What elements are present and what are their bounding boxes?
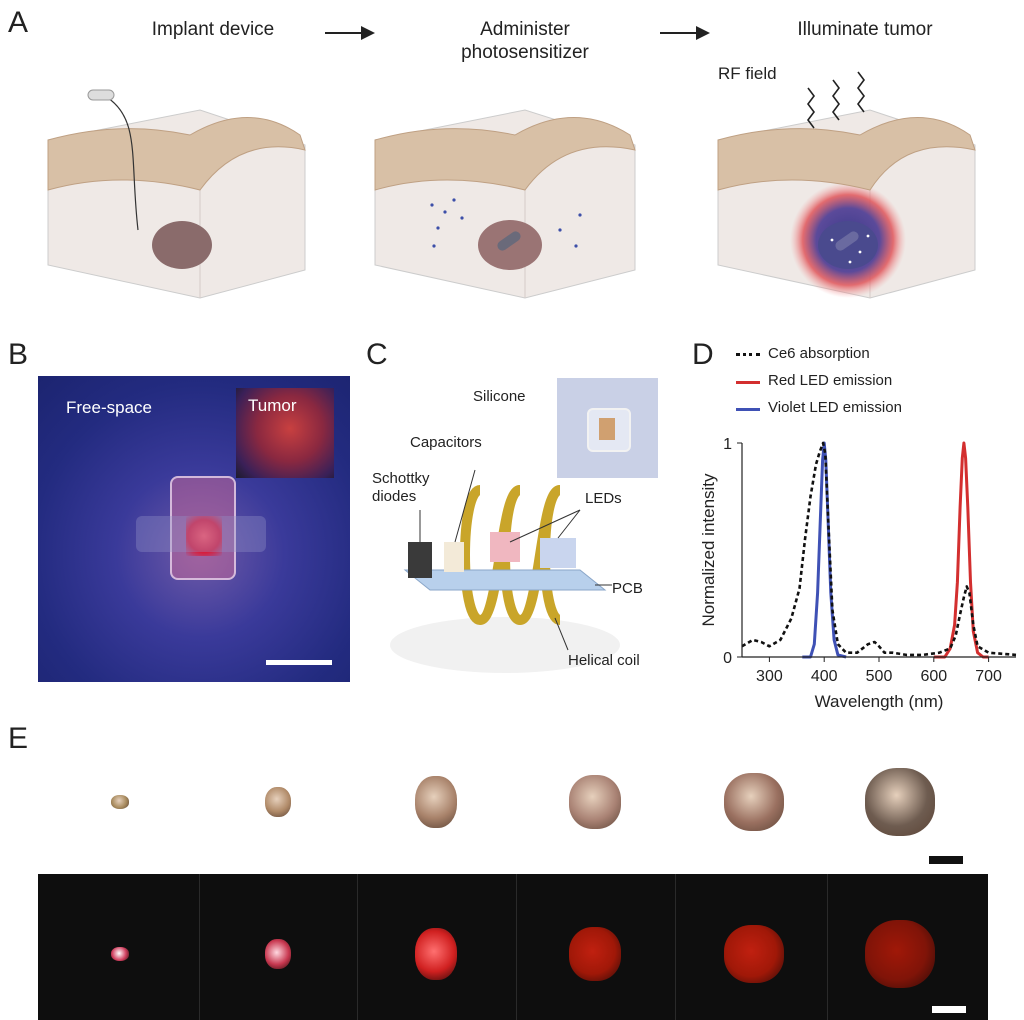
tumor-inset: Tumor [236,388,334,478]
legend-swatch-2 [736,408,760,411]
x-axis-label: Wavelength (nm) [815,692,944,711]
step-title-implant: Implant device [151,19,275,40]
implant-device [497,231,521,251]
silicone-photo [557,378,658,478]
legend-label-0: Ce6 absorption [768,345,870,362]
device-schematic [390,469,620,673]
pcb [403,569,607,591]
tumor-specimen [724,773,784,831]
leds-label: LEDs [585,490,622,507]
step-arrow [660,26,710,40]
fluorescence-photo-row [38,874,988,1020]
y-axis-label: Normalized intensity [699,473,718,627]
y-tick-label: 0 [723,650,732,667]
panel-letter-a: A [8,6,29,39]
tumor-specimen [569,775,621,829]
x-tick-label: 700 [975,668,1002,685]
x-tick-label: 400 [811,668,838,685]
led [490,532,520,562]
frame-divider [199,874,200,1020]
shadow [390,617,620,673]
scale-bar [929,856,963,864]
series-group [741,441,1017,659]
helical-coil-label: Helical coil [568,652,640,669]
coil [599,418,615,440]
implant-device [835,231,859,251]
x-tick-label: 500 [866,668,893,685]
capacitors-label: Capacitors [410,434,482,451]
panel-letter-c: C [366,338,388,371]
tumor-label: Tumor [248,396,297,415]
device-photo: Free-space Tumor [38,376,350,682]
leader-lines [419,469,612,651]
tissue-illustrations [47,71,976,299]
panel-letter-d: D [692,338,714,371]
frame-divider [827,874,828,1020]
tumor-specimen [865,768,935,836]
schottky-diode [408,542,432,578]
legend-label-1: Red LED emission [768,372,893,389]
silicone-label: Silicone [473,388,526,405]
red-led-glow [186,516,222,556]
implant-device [87,89,115,101]
activated-dots [830,234,870,264]
tumor-specimen [415,776,457,828]
tumor-fluorescence [569,927,621,981]
frame-divider [674,874,676,1020]
frame-divider [357,874,358,1020]
pcb-label: PCB [612,580,643,597]
x-tick-label: 600 [920,668,947,685]
frame-divider [515,874,517,1020]
y-tick-label: 1 [723,436,732,453]
tumor-specimen [111,795,129,809]
capacitor [444,542,464,572]
legend-label-2: Violet LED emission [768,399,902,416]
step-title-administer: Administer photosensitizer [461,19,589,63]
tissue-block-2 [374,109,636,299]
implant-needle [107,97,139,231]
tumor-fluorescence [111,947,129,961]
tumor-fluorescence [415,928,457,980]
tissue-block-3 [717,71,976,299]
tumor-specimen [265,787,291,817]
panel-letter-b: B [8,338,29,371]
panel-letter-e: E [8,722,29,755]
series-line-1 [933,441,989,659]
tumor [152,221,212,269]
series-line-0 [741,441,1017,657]
tumor-fluorescence [865,920,935,988]
tissue-block-1 [47,89,306,299]
free-space-label: Free-space [66,398,152,417]
rf-field-label: RF field [718,64,777,83]
scale-bar [932,1006,966,1013]
tumor-fluorescence [724,925,784,983]
photosensitizer-dots [430,198,582,248]
rf-waves [807,71,865,129]
specimen-photo-row [38,760,988,870]
led [540,538,576,568]
pcb [136,516,266,552]
legend-swatch-1 [736,381,760,384]
series-line-2 [802,441,847,659]
tumor-fluorescence [265,939,291,969]
scale-bar [266,660,332,665]
schottky-label-line2: diodes [372,488,417,505]
schottky-label-line1: Schottky [372,470,430,487]
legend-swatch-0 [736,353,760,356]
x-tick-label: 300 [756,668,783,685]
step-title-illuminate: Illuminate tumor [797,19,933,40]
step-arrow [325,26,375,40]
